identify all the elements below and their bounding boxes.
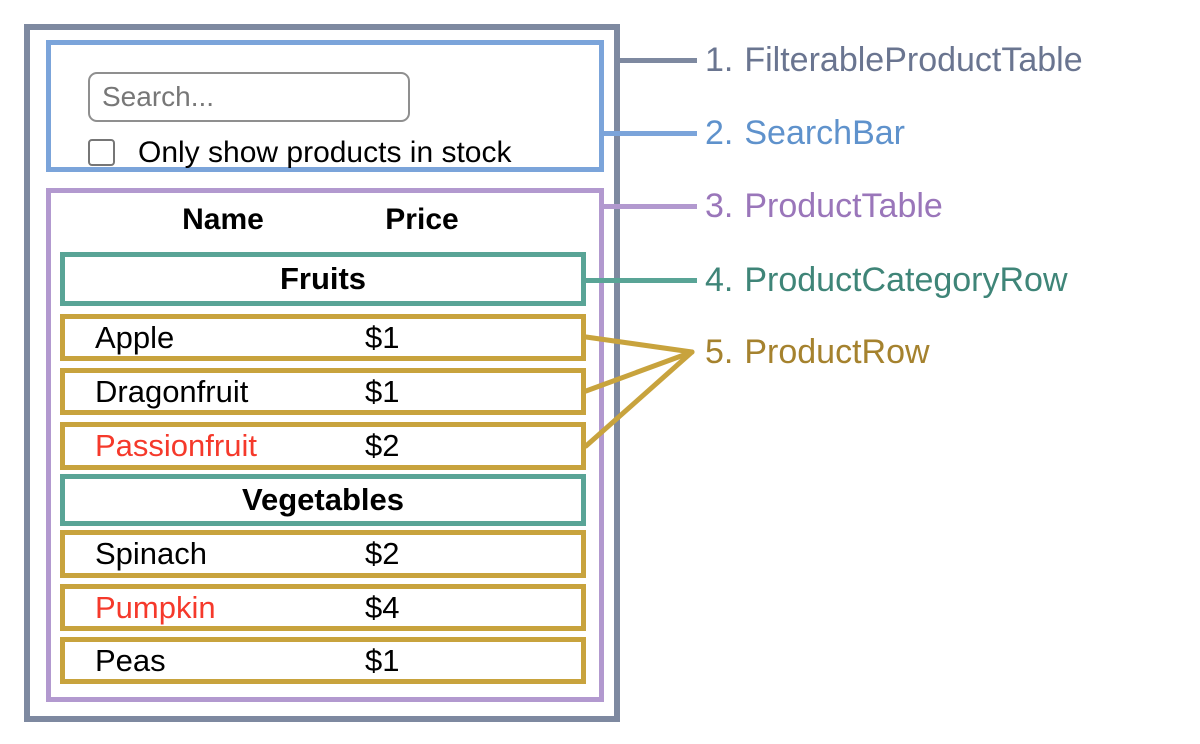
- search-input[interactable]: [88, 72, 410, 122]
- product-price: $1: [365, 319, 400, 355]
- product-row-passionfruit: Passionfruit $2: [60, 422, 586, 470]
- product-category-row-fruits: Fruits: [60, 252, 586, 306]
- legend-item-product-table: 3. ProductTable: [705, 185, 943, 227]
- category-label: Fruits: [279, 261, 367, 296]
- product-row-dragonfruit: Dragonfruit $1: [60, 368, 586, 415]
- product-name: Pumpkin: [95, 589, 216, 625]
- connector-line-filterable-product-table: [620, 58, 697, 63]
- legend-item-search-bar: 2. SearchBar: [705, 112, 905, 154]
- legend-number: 1.: [705, 41, 734, 79]
- legend-name: SearchBar: [744, 114, 905, 152]
- product-name: Dragonfruit: [95, 373, 249, 409]
- legend-item-filterable-product-table: 1. FilterableProductTable: [705, 39, 1083, 81]
- legend-name: ProductTable: [744, 187, 943, 225]
- legend-name: ProductRow: [744, 333, 930, 371]
- product-category-row-vegetables: Vegetables: [60, 474, 586, 526]
- product-price: $4: [365, 589, 400, 625]
- product-price: $2: [365, 536, 400, 571]
- category-label: Vegetables: [242, 482, 404, 517]
- product-row-apple: Apple $1: [60, 314, 586, 361]
- connector-line-product-category-row: [586, 278, 697, 283]
- legend-number: 4.: [705, 261, 734, 299]
- product-row-spinach: Spinach $2: [60, 530, 586, 578]
- product-price: $2: [365, 428, 400, 463]
- in-stock-checkbox[interactable]: [88, 139, 115, 166]
- legend-name: FilterableProductTable: [744, 41, 1083, 79]
- legend-item-product-row: 5. ProductRow: [705, 331, 930, 373]
- legend-name: ProductCategoryRow: [744, 261, 1068, 299]
- product-name: Peas: [95, 642, 166, 678]
- product-row-pumpkin: Pumpkin $4: [60, 584, 586, 631]
- legend-number: 2.: [705, 114, 734, 152]
- product-name: Passionfruit: [95, 428, 257, 463]
- in-stock-checkbox-label: Only show products in stock: [138, 136, 512, 169]
- column-header-name: Name: [182, 203, 264, 236]
- product-name: Spinach: [95, 536, 208, 571]
- product-name: Apple: [95, 319, 175, 355]
- connector-line-search-bar: [604, 131, 697, 136]
- product-price: $1: [365, 642, 400, 678]
- connector-line-product-table: [604, 204, 697, 209]
- column-header-price: Price: [385, 203, 459, 236]
- legend-number: 3.: [705, 187, 734, 225]
- legend-number: 5.: [705, 333, 734, 371]
- legend-item-product-category-row: 4. ProductCategoryRow: [705, 259, 1068, 301]
- product-price: $1: [365, 373, 400, 409]
- product-row-peas: Peas $1: [60, 637, 586, 684]
